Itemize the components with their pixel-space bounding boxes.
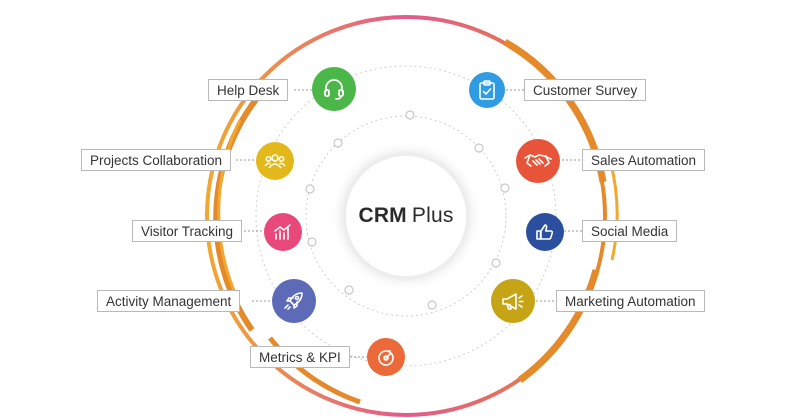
- node-projects-collaboration: [256, 142, 294, 180]
- hub-brand: CRM: [358, 204, 407, 227]
- hub-product: Plus: [411, 204, 454, 227]
- headset-icon: [324, 79, 344, 100]
- node-marketing-automation: [491, 279, 535, 323]
- label-sales-automation: Sales Automation: [582, 149, 706, 171]
- label-help-desk: Help Desk: [208, 79, 289, 101]
- label-marketing-automation: Marketing Automation: [556, 290, 705, 312]
- megaphone-icon: [502, 293, 524, 310]
- node-activity-management: [272, 279, 316, 323]
- bar-chart-icon: [274, 224, 291, 240]
- handshake-icon: [524, 154, 552, 167]
- rocket-icon: [284, 292, 303, 310]
- thumbs-up-icon: [536, 224, 554, 240]
- node-customer-survey: [469, 72, 505, 108]
- people-group-icon: [264, 154, 286, 169]
- node-social-media: [526, 213, 564, 251]
- label-customer-survey: Customer Survey: [524, 79, 647, 101]
- label-visitor-tracking: Visitor Tracking: [132, 220, 243, 242]
- node-metrics-kpi: [367, 338, 405, 376]
- label-metrics-kpi: Metrics & KPI: [250, 346, 350, 368]
- node-sales-automation: [516, 139, 560, 183]
- label-projects-collaboration: Projects Collaboration: [81, 149, 232, 171]
- label-activity-management: Activity Management: [97, 290, 241, 312]
- node-visitor-tracking: [264, 213, 302, 251]
- clipboard-check-icon: [479, 80, 495, 100]
- node-help-desk: [312, 67, 356, 111]
- label-social-media: Social Media: [582, 220, 678, 242]
- target-icon: [378, 350, 394, 366]
